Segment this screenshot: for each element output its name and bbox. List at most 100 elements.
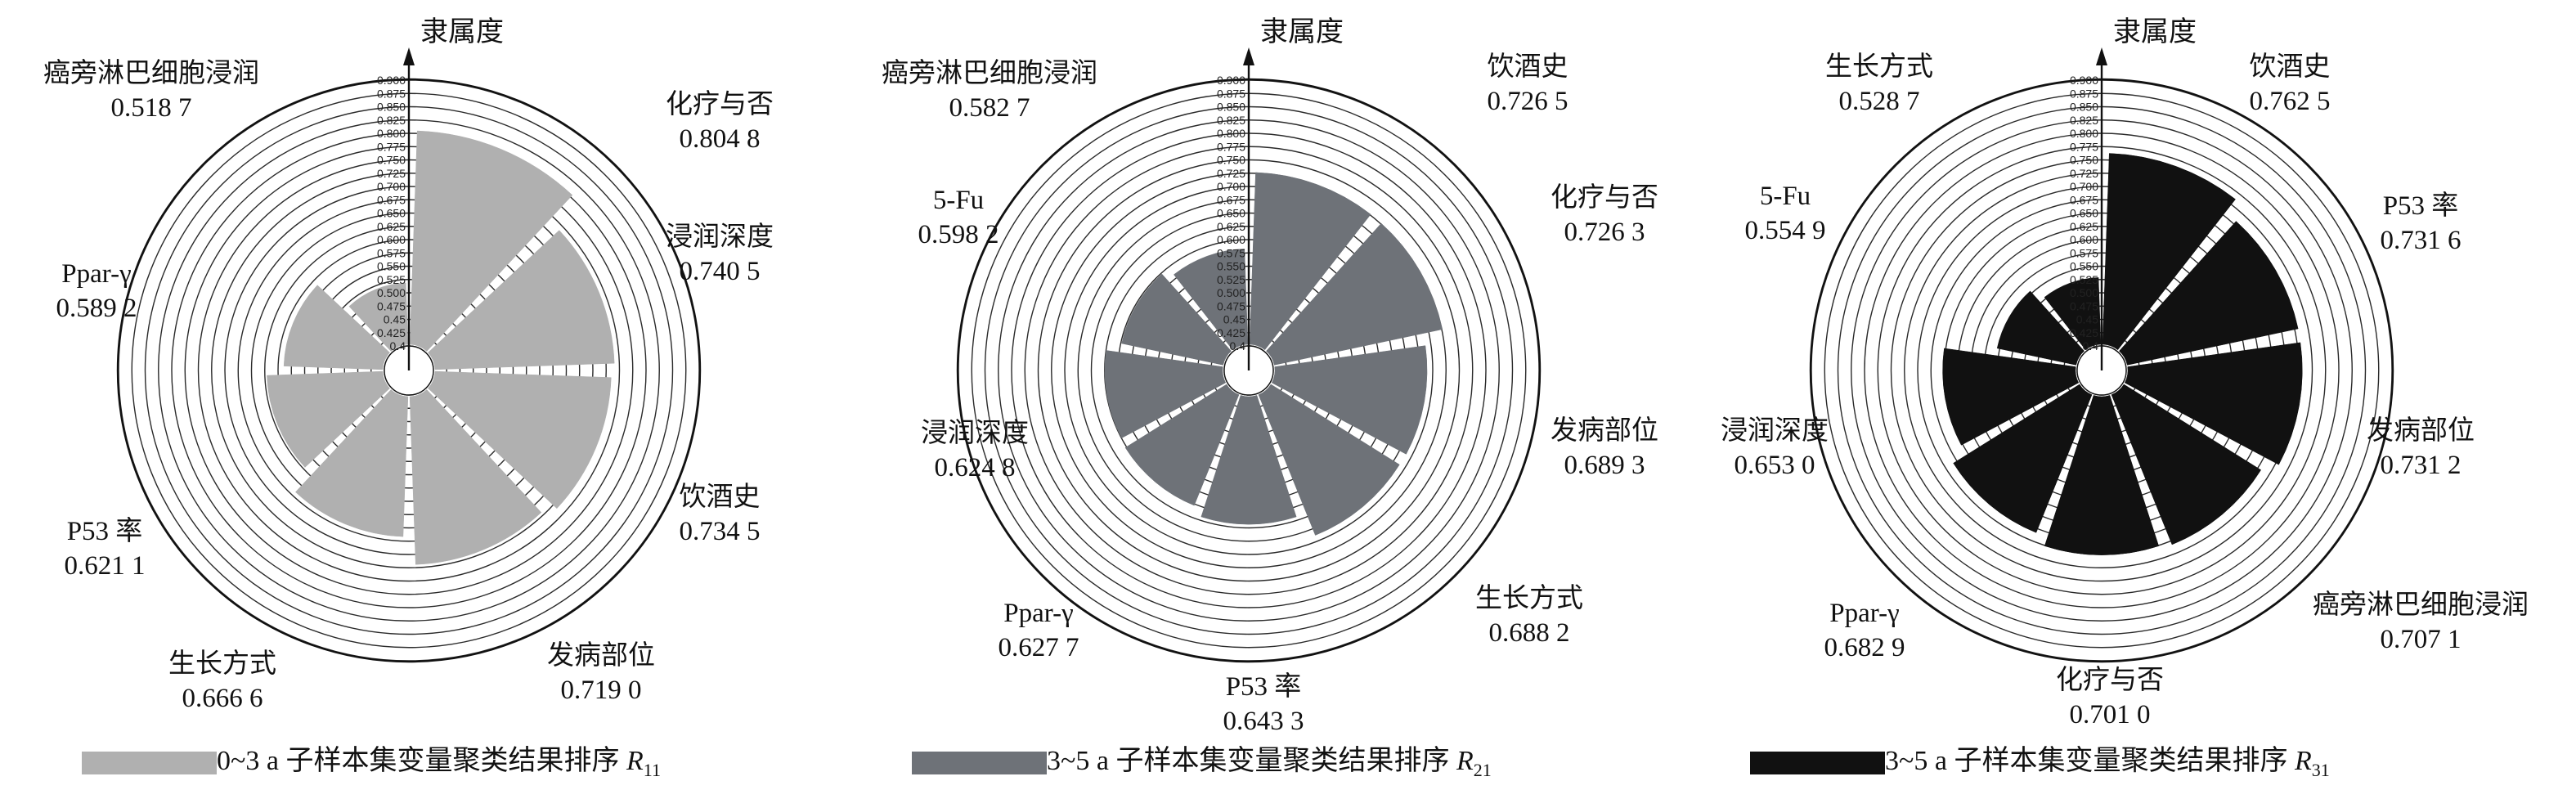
legend-swatch [82,752,217,774]
value-label: 0.598 2 [918,220,999,249]
tick-label: 0.675 [377,193,406,206]
tick-label: 0.45 [1223,313,1245,326]
category-label: P53 率 [67,516,143,546]
tick-label: 0.900 [2070,74,2098,87]
bar-7 [1942,348,2080,446]
tick-label: 0.525 [1217,273,1245,286]
bar-7 [283,285,390,370]
tick-label: 0.725 [2070,167,2098,180]
tick-label: 0.750 [2070,154,2098,167]
tick-label: 0.575 [1217,246,1245,259]
tick-label: 0.800 [377,127,406,140]
value-label: 0.554 9 [1745,216,1826,245]
tick-label: 0.900 [377,74,406,87]
bar-9 [2044,277,2102,351]
tick-label: 0.800 [1217,127,1245,140]
bar-3 [428,370,612,509]
tick-label: 0.525 [2070,273,2098,286]
tick-label: 0.4 [1230,339,1246,352]
value-label: 0.627 7 [999,633,1079,662]
bar-8 [348,282,409,352]
tick-label: 0.600 [377,233,406,246]
category-label: 5-Fu [1760,182,1811,211]
tick-label: 0.850 [2070,101,2098,114]
tick-label: 0.550 [2070,260,2098,273]
bar-8 [1996,290,2085,366]
tick-label: 0.475 [377,299,406,312]
tick-label: 0.825 [377,114,406,127]
tick-label: 0.675 [2070,193,2098,206]
legend-swatch [912,752,1047,774]
bar-1 [2102,153,2236,351]
value-label: 0.734 5 [680,517,761,546]
tick-label: 0.775 [377,140,406,153]
tick-label: 0.425 [1217,326,1245,339]
tick-label: 0.45 [384,313,406,326]
tick-label: 0.45 [2076,313,2098,326]
tick-label: 0.675 [1217,193,1245,206]
tick-label: 0.500 [2070,286,2098,299]
category-label: 浸润深度 [921,418,1029,448]
tick-label: 0.575 [377,246,406,259]
tick-label: 0.550 [1217,260,1245,273]
category-label: 浸润深度 [1721,415,1829,446]
value-label: 0.731 2 [2381,451,2462,480]
value-label: 0.719 0 [561,676,642,705]
value-label: 0.518 7 [111,93,192,123]
tick-label: 0.425 [2070,326,2098,339]
tick-label: 0.575 [2070,246,2098,259]
tick-label: 0.500 [377,286,406,299]
tick-label: 0.550 [377,260,406,273]
tick-label: 0.700 [1217,180,1245,193]
tick-label: 0.850 [1217,101,1245,114]
category-label: 浸润深度 [666,222,774,252]
category-label: 化疗与否 [666,89,774,119]
value-label: 0.707 1 [2381,625,2462,654]
tick-label: 0.875 [2070,87,2098,100]
category-label: 发病部位 [1551,415,1658,446]
value-label: 0.731 6 [2381,226,2462,255]
bar-4 [409,389,542,565]
axis-arrow [403,47,415,65]
bar-5 [1200,395,1297,525]
bar-7 [1104,350,1227,439]
value-label: 0.726 5 [1488,87,1568,116]
bar-4 [2111,384,2262,545]
value-label: 0.589 2 [56,294,137,323]
tick-label: 0.600 [2070,233,2098,246]
tick-label: 0.650 [2070,207,2098,220]
value-label: 0.643 3 [1223,707,1304,736]
category-label: 化疗与否 [2056,665,2164,695]
bar-6 [1124,384,1240,506]
value-label: 0.701 0 [2070,700,2151,729]
tick-label: 0.750 [1217,154,1245,167]
tick-label: 0.825 [2070,114,2098,127]
bar-1 [409,130,573,352]
category-label: 发病部位 [2367,415,2475,446]
tick-label: 0.875 [377,87,406,100]
category-label: 化疗与否 [1551,182,1658,213]
category-label: 生长方式 [1825,52,1933,82]
legend-swatch [1750,752,1885,774]
category-label: 癌旁淋巴细胞浸润 [882,58,1097,88]
category-label: 5-Fu [933,186,984,215]
tick-label: 0.4 [2083,339,2099,352]
category-label: 发病部位 [547,640,655,671]
tick-label: 0.425 [377,326,406,339]
axis-title: 隶属度 [2113,16,2197,47]
tick-label: 0.475 [2070,299,2098,312]
tick-label: 0.4 [390,339,406,352]
axis-title: 隶属度 [420,16,504,47]
value-label: 0.689 3 [1564,451,1645,480]
axis-title: 隶属度 [1260,16,1344,47]
category-label: 癌旁淋巴细胞浸润 [43,58,259,88]
tick-label: 0.525 [377,273,406,286]
tick-label: 0.700 [377,180,406,193]
tick-label: 0.850 [377,101,406,114]
category-label: P53 率 [1226,671,1302,702]
tick-label: 0.825 [1217,114,1245,127]
value-label: 0.762 5 [2250,87,2331,116]
bar-6 [267,370,390,468]
value-label: 0.726 3 [1564,218,1645,247]
